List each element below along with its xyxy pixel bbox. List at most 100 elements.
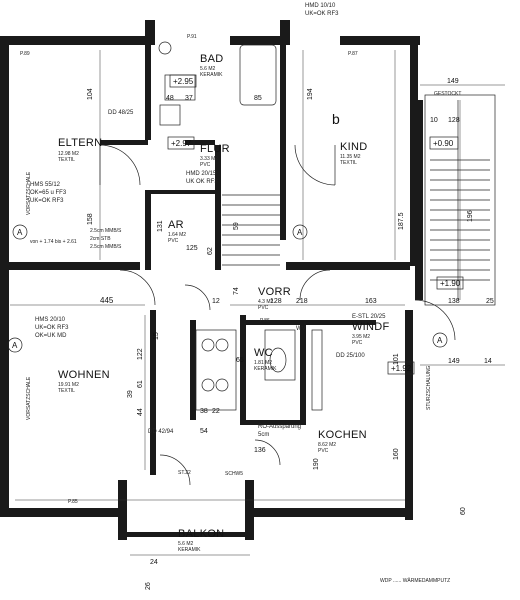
dim-104: 104 <box>87 88 94 100</box>
section-marks <box>7 224 448 353</box>
ro-aussparung: RO-Aussparung <box>258 424 301 430</box>
schw5-label: SCHW5 <box>225 471 243 477</box>
room-labels: BAD 5.6 M2 KERAMIK ELTERN 12.98 M2 TEXTI… <box>58 53 390 553</box>
room-vorr-area: 4.3 M2 <box>258 299 274 305</box>
room-eltern-floor: TEXTIL <box>58 157 75 163</box>
room-balkon-name: BALKON <box>178 528 224 540</box>
dim-187-5: 187.5 <box>398 212 405 230</box>
dim-149-top: 149 <box>447 78 459 85</box>
dimension-lines <box>10 50 505 556</box>
hmd-top: HMD 10/10 <box>305 3 336 9</box>
dim-62: 62 <box>207 247 214 255</box>
level-l1: +2.95 <box>173 77 194 86</box>
room-wc-floor: KERAMIK <box>254 366 277 372</box>
dim-125: 125 <box>186 245 198 252</box>
section-mark-a1: A <box>17 228 23 237</box>
dim-218: 218 <box>296 298 308 305</box>
dim-61: 61 <box>137 380 144 388</box>
section-mark-a2: A <box>297 228 303 237</box>
dim-128: 128 <box>448 117 460 124</box>
p87-label: P.87 <box>348 51 358 57</box>
dim-60: 60 <box>460 507 467 515</box>
room-flur-area: 3.33 M2 <box>200 156 218 162</box>
outer-walls <box>0 20 420 540</box>
dim-22: 22 <box>212 408 220 415</box>
vorsatzschale-left: VORSATZSCHALE <box>26 171 32 215</box>
sturzschalung: STURZSCHALUNG <box>426 365 432 410</box>
room-windf-floor: PVC <box>352 340 363 346</box>
uk-eltern: UK=OK RF3 <box>30 198 64 204</box>
room-ar-floor: PVC <box>168 238 179 244</box>
section-mark-circle <box>432 332 448 348</box>
st22-label: ST.22 <box>178 470 191 476</box>
level-marks: +2.95 +2.97 +0.90 +1.90 +1.92 <box>167 74 464 375</box>
mmb-2: 2cm STB <box>90 236 111 242</box>
dim-44: 44 <box>137 408 144 416</box>
stair <box>222 94 496 306</box>
dim-138: 138 <box>448 298 460 305</box>
von-bis: von + 1.74 bis + 2.61 <box>30 239 77 245</box>
dim-24: 24 <box>150 559 158 566</box>
room-ar-area: 1.64 M2 <box>168 232 186 238</box>
mmb-1: 2.5cm MMB/S <box>90 228 122 234</box>
dim-149-bottom: 149 <box>448 358 460 365</box>
level-l4: +1.90 <box>440 279 461 288</box>
room-kochen-area: 8.62 M2 <box>318 442 336 448</box>
dim-15: 15 <box>153 332 160 340</box>
dim-14: 14 <box>484 358 492 365</box>
room-wohnen-name: WOHNEN <box>58 369 110 381</box>
dim-38: 38 <box>200 408 208 415</box>
room-kind-floor: TEXTIL <box>340 160 357 166</box>
dim-12: 12 <box>212 298 220 305</box>
ok-wohnen: OK=UK MD <box>35 333 67 339</box>
dd-42: DD 42/94 <box>148 429 174 435</box>
p85-label: P.85 <box>68 499 78 505</box>
level-l3: +0.90 <box>433 139 454 148</box>
dim-122: 122 <box>137 348 144 360</box>
vorsatzschale-wohnen: VORSATZSCHALE <box>26 376 32 420</box>
ro-5cm: 5cm <box>258 432 269 438</box>
room-vorr-floor: PVC <box>258 305 269 311</box>
dim-131: 131 <box>157 220 164 232</box>
hmd-flur: HMD 20/15 <box>186 171 217 177</box>
uk-wohnen: UK=OK RF3 <box>35 325 69 331</box>
room-balkon-floor: KERAMIK <box>178 547 201 553</box>
dim-10: 10 <box>430 117 438 124</box>
room-kind-name: KIND <box>340 141 367 153</box>
room-windf-name: WINDF <box>352 321 390 333</box>
dd-25: DD 25/100 <box>336 353 365 359</box>
dim-74: 74 <box>233 287 240 295</box>
wc-fixtures <box>195 329 323 411</box>
dim-196: 196 <box>467 210 474 222</box>
dim-48: 48 <box>166 95 174 102</box>
e-stl: E-STL 20/25 <box>352 314 386 320</box>
room-balkon-area: 5.6 M2 <box>178 541 194 547</box>
dim-39: 39 <box>127 390 134 398</box>
mmb-3: 2.5cm MMB/S <box>90 244 122 250</box>
room-kochen-floor: PVC <box>318 448 329 454</box>
p86-label: P.86 <box>260 318 270 324</box>
room-vorr-name: VORR <box>258 286 291 298</box>
dim-26: 26 <box>145 582 152 590</box>
section-mark-circle <box>7 337 23 353</box>
section-mark-circle <box>292 224 308 240</box>
dimension-numbers: 445 104 194 158 187.5 149 128 10 85 37 4… <box>87 78 494 590</box>
dim-158: 158 <box>87 213 94 225</box>
wv-label: WV <box>296 326 306 332</box>
inner-walls <box>0 40 423 475</box>
dim-101: 101 <box>393 353 400 365</box>
dim-190: 190 <box>313 458 320 470</box>
dim-128b: 128 <box>270 298 282 305</box>
dd-48: DD 48/25 <box>108 110 134 116</box>
dim-65: 65 <box>236 357 244 364</box>
room-flur-name: FLUR <box>200 143 230 155</box>
room-wohnen-floor: TEXTIL <box>58 388 75 394</box>
room-wc-area: 1.81 M2 <box>254 360 272 366</box>
annotations: HMD 10/10 UK=OK RF3 HMS 55/12 OK=65 u FF… <box>20 3 461 584</box>
room-bad-name: BAD <box>200 53 224 65</box>
hms-wohnen: HMS 20/10 <box>35 317 66 323</box>
wdp-legend: WDP ...... WÄRMEDAMMPUTZ <box>380 577 450 584</box>
dim-136: 136 <box>254 447 266 454</box>
room-eltern-area: 12.98 M2 <box>58 151 79 157</box>
